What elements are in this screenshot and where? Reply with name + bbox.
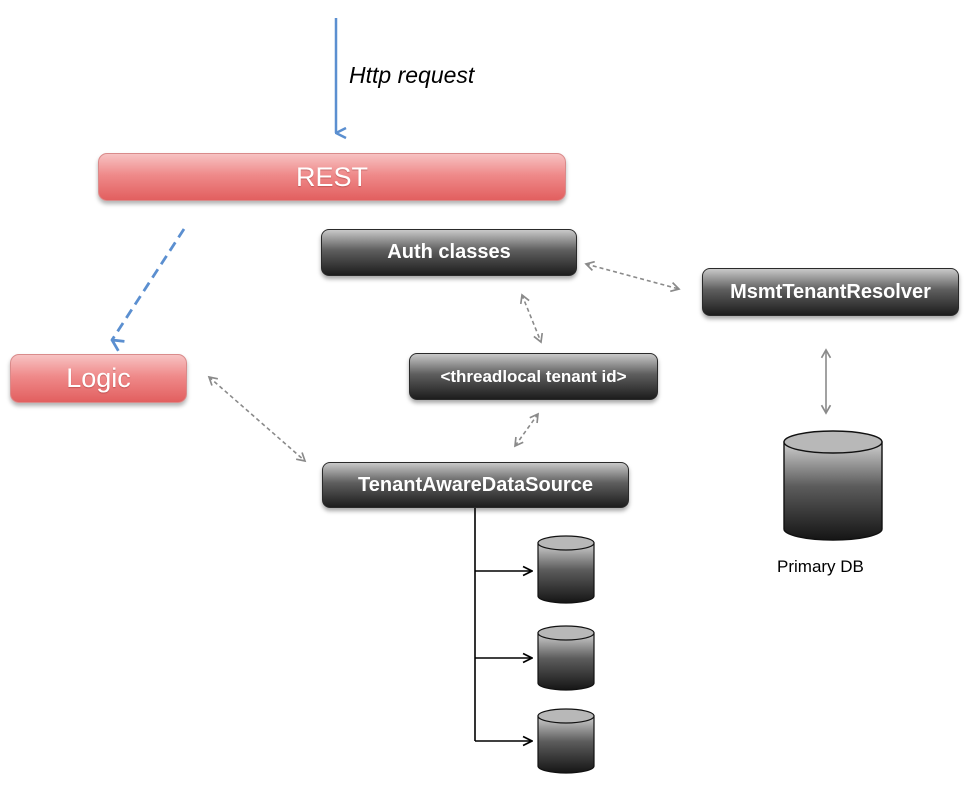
msmt-tenant-resolver-node: MsmtTenantResolver — [702, 268, 959, 316]
tenant-db-icon-3 — [537, 708, 595, 774]
rest-node: REST — [98, 153, 566, 201]
logic-node: Logic — [10, 354, 187, 403]
tenant-db-icon-1 — [537, 535, 595, 604]
rest-node-label: REST — [295, 161, 368, 192]
auth-classes-label: Auth classes — [387, 241, 511, 263]
rest-to-logic-arrow — [112, 228, 186, 340]
primary-db-icon — [783, 430, 883, 541]
tenant-aware-datasource-label: TenantAwareDataSource — [358, 473, 593, 496]
tenant-db-icon-2 — [537, 625, 595, 691]
datasource-fanout — [474, 508, 532, 741]
logic-datasource-link — [207, 375, 307, 463]
auth-classes-node: Auth classes — [321, 229, 577, 276]
threadlocal-tenant-id-label: <threadlocal tenant id> — [440, 366, 627, 386]
logic-node-label: Logic — [66, 363, 131, 393]
tenant-aware-datasource-node: TenantAwareDataSource — [322, 462, 629, 508]
auth-threadlocal-link — [519, 293, 544, 344]
http-request-label: Http request — [349, 62, 475, 88]
primary-db-label: Primary DB — [777, 557, 864, 576]
threadlocal-datasource-link — [514, 412, 539, 448]
auth-resolver-link — [584, 260, 681, 293]
msmt-tenant-resolver-label: MsmtTenantResolver — [730, 280, 931, 303]
threadlocal-tenant-id-node: <threadlocal tenant id> — [409, 353, 658, 400]
